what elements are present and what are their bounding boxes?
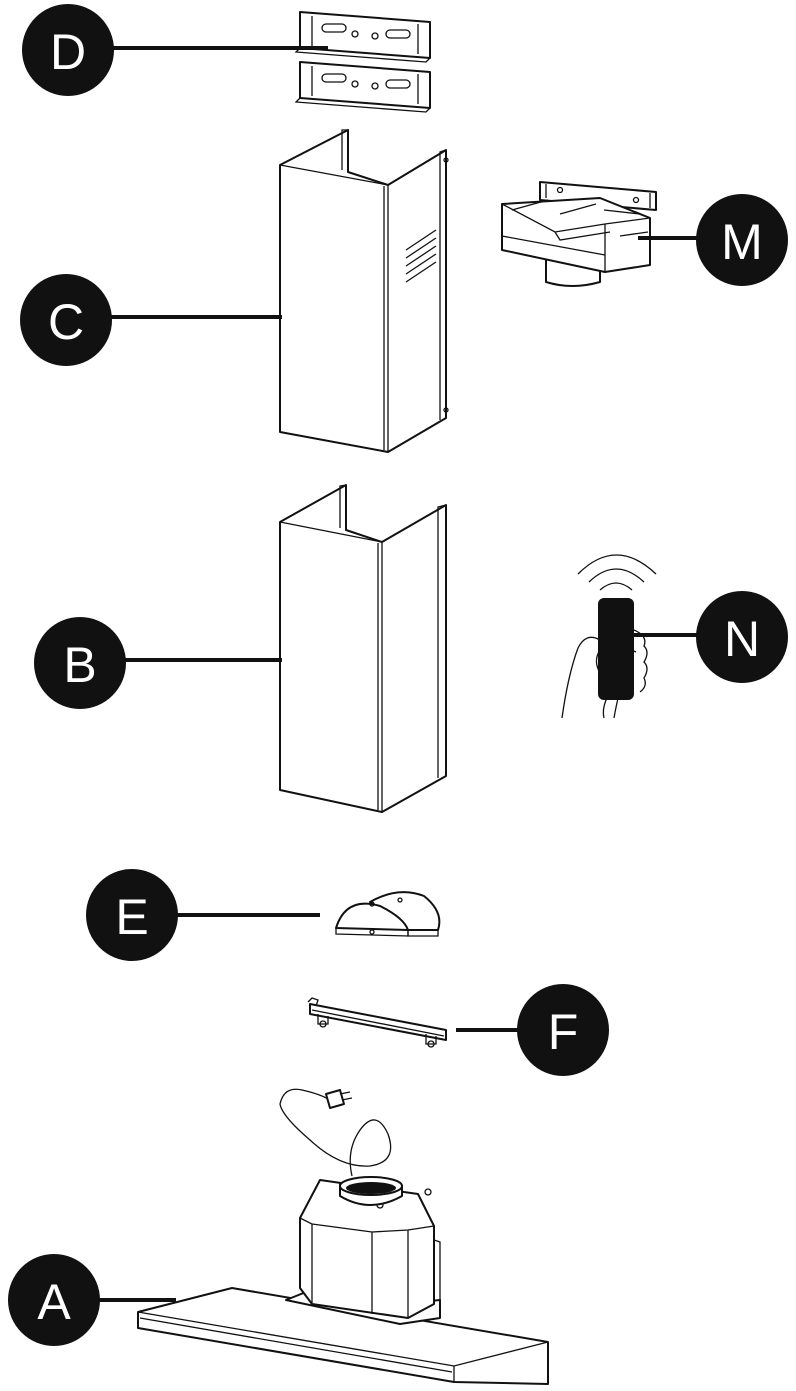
bracket-top: [294, 11, 431, 63]
callout-n-label: N: [724, 611, 760, 667]
canopy-panel: [137, 1287, 549, 1385]
callout-d: D: [22, 4, 114, 96]
part-f-mounting-rail: [307, 997, 447, 1048]
hand-outline: [561, 629, 648, 719]
callout-e: E: [86, 869, 178, 961]
callout-a: A: [8, 1254, 100, 1346]
callout-a-label: A: [37, 1274, 71, 1330]
exhaust-collar: [339, 1176, 403, 1206]
part-a-hood-canopy: [137, 1088, 549, 1385]
callout-c: C: [20, 274, 112, 366]
part-d-wall-brackets: [294, 11, 431, 113]
callout-b-label: B: [63, 637, 96, 693]
part-c-upper-chimney: [279, 129, 449, 453]
bracket-bottom: [294, 61, 431, 113]
wireless-signal-icon: [577, 554, 657, 591]
callout-d-label: D: [50, 24, 86, 80]
part-b-lower-chimney: [279, 484, 447, 813]
callout-f-label: F: [548, 1004, 579, 1060]
callout-m-label: M: [721, 214, 763, 270]
part-m-filter-box: [501, 181, 657, 287]
callout-m: M: [696, 194, 788, 286]
callout-f: F: [517, 984, 609, 1076]
callout-e-label: E: [115, 889, 148, 945]
callout-c-label: C: [48, 294, 84, 350]
part-n-remote-control: [561, 554, 657, 719]
callout-b: B: [34, 617, 126, 709]
part-e-deflector-plates: [335, 891, 441, 937]
chimney-vent-grille: [405, 229, 437, 283]
remote-control-icon: [598, 598, 634, 700]
power-cord: [279, 1088, 392, 1177]
callout-n: N: [696, 591, 788, 683]
